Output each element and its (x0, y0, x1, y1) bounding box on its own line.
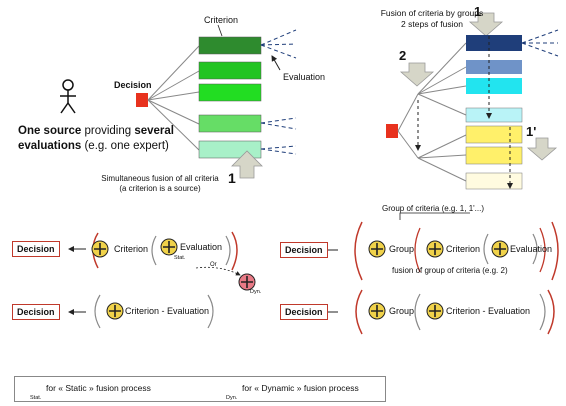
group-text-1: Group (389, 244, 415, 254)
paren-left-inner-3 (483, 233, 489, 265)
stat-sub-1: Stat. (174, 255, 186, 261)
plus-static-icon (160, 238, 178, 256)
up-arrow-1-left (231, 150, 263, 179)
criterion-label: Criterion (204, 15, 239, 25)
decision-node-left (136, 93, 148, 107)
criterion-text-2: Criterion (446, 244, 481, 254)
or-label: Or (210, 262, 217, 268)
criterion-text-1: Criterion (114, 244, 149, 254)
down-arrow-1p-right (526, 137, 558, 161)
paren-right-inner-4 (539, 293, 546, 331)
paren-left-outer-3 (354, 221, 363, 281)
criterion-pointer (217, 24, 223, 37)
group-fusion-label: fusion of group of criteria (e.g. 2) (392, 266, 508, 275)
criterion-bar-r1 (466, 35, 522, 51)
decision-box-2: Decision (12, 304, 60, 320)
criterion-evaluation-text-1: Criterion - Evaluation (125, 306, 210, 316)
criteria-branches-left (147, 45, 200, 151)
decision-node-right (386, 124, 398, 138)
or-connector (195, 266, 241, 276)
down-arrow-2-right (399, 62, 435, 87)
paren-right-outer-3 (551, 221, 559, 281)
legend-static-text: for « Static » fusion process (46, 383, 151, 393)
plus-static-icon (426, 240, 444, 258)
criterion-bar-4 (198, 114, 262, 133)
paren-right-mid-3 (539, 227, 546, 273)
dyn-sub-1: Dyn. (250, 289, 262, 295)
paren-right-inner-3 (532, 233, 538, 265)
legend-dynamic-text: for « Dynamic » fusion process (242, 383, 359, 393)
evaluation-fan-right (521, 29, 559, 57)
group-text-2: Group (389, 306, 415, 316)
source-line-2: evaluations (e.g. one expert) (18, 140, 169, 152)
paren-left-inner-4 (414, 293, 421, 331)
evaluation-text-2: Evaluation (510, 244, 553, 254)
plus-static-icon (368, 302, 386, 320)
paren-left-mid-3 (414, 227, 421, 273)
simultaneous-fusion-text: Simultaneous fusion of all criteria (a c… (101, 174, 219, 193)
down-arrow-1-right (468, 12, 504, 37)
person-icon (60, 79, 76, 114)
criterion-bar-3 (198, 83, 262, 102)
legend-stat-sub: Stat. (30, 395, 42, 401)
criterion-bar-r6 (465, 146, 523, 165)
group-of-criteria-title: Group of criteria (e.g. 1, 1'...) (382, 204, 485, 213)
evaluation-fans-left (260, 29, 297, 155)
paren-left-inner-1 (151, 235, 157, 266)
arrow-1-number-right: 1 (474, 4, 482, 19)
plus-static-icon (368, 240, 386, 258)
criterion-bar-r2 (466, 60, 522, 74)
arrow-2-number-right: 2 (399, 48, 407, 63)
plus-static-icon (491, 240, 509, 258)
paren-right-outer-4 (547, 289, 555, 335)
paren-right-outer-1 (231, 231, 238, 271)
plus-static-icon (91, 240, 109, 258)
group-title-connector (399, 212, 470, 220)
criterion-bar-r3 (466, 78, 522, 94)
evaluation-label: Evaluation (283, 72, 326, 82)
decision-box-4: Decision (280, 304, 328, 320)
plus-dynamic-icon (238, 273, 256, 291)
evaluation-text-1: Evaluation (180, 242, 223, 252)
plus-static-icon (106, 302, 124, 320)
decision-label-left: Decision (114, 80, 152, 90)
group-branches-right (397, 42, 467, 182)
paren-right-outer-2 (207, 294, 214, 329)
fusion-groups-title: Fusion of criteria by groups 2 steps of … (380, 8, 484, 29)
evaluation-pointer (271, 55, 281, 71)
paren-left-outer-2 (94, 294, 101, 329)
legend-dyn-sub: Dyn. (226, 395, 238, 401)
source-line-1: One source providing several (18, 125, 174, 137)
legend-box (14, 376, 386, 402)
criterion-bar-r7 (465, 172, 523, 190)
plus-static-icon (426, 302, 444, 320)
criterion-bar-r5 (465, 125, 523, 144)
arrow-1-number-left: 1 (228, 170, 236, 186)
paren-left-outer-4 (355, 289, 363, 335)
criterion-bar-r4 (465, 107, 523, 123)
decision-box-3: Decision (280, 242, 328, 258)
paren-right-inner-1 (225, 235, 231, 266)
criterion-bar-2 (198, 61, 262, 80)
decision-box-1: Decision (12, 241, 60, 257)
criterion-evaluation-text-2: Criterion - Evaluation (446, 306, 531, 316)
criterion-bar-1 (198, 36, 262, 55)
arrow-1p-number-right: 1' (526, 124, 537, 139)
